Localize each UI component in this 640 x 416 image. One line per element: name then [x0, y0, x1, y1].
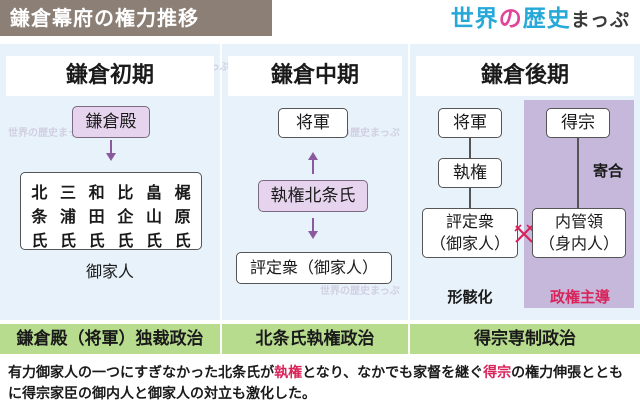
desc-part-2: となり、なかでも家督を継ぐ — [302, 365, 484, 381]
box-hyojoshu-middle: 評定衆（御家人） — [236, 252, 392, 284]
clan-char: 氏 — [88, 231, 105, 250]
clan-char: 氏 — [174, 231, 191, 250]
box-shogun-middle: 将軍 — [278, 108, 348, 138]
arrow-down-middle — [308, 231, 318, 239]
brand-part-2: の — [498, 6, 523, 32]
description-text: 有力御家人の一つにすぎなかった北条氏が執権となり、なかでも家督を継ぐ得宗の権力伸… — [8, 363, 634, 405]
box-shikken-hojo: 執権北条氏 — [258, 180, 368, 212]
arrow-down-early — [106, 153, 116, 161]
brand-logo: 世界の歴史まっぷ — [451, 2, 630, 36]
arrow-shaft-down-middle — [312, 218, 314, 232]
clan-char: 条 — [31, 207, 48, 226]
desc-highlight-tokuso: 得宗 — [483, 365, 512, 381]
clan-char: 三 — [59, 183, 76, 202]
clan-char: 梶 — [174, 183, 191, 202]
box-tokuso: 得宗 — [546, 108, 610, 138]
desc-part-3: の権力伸張とともに得宗家臣の御内人と御家人の対立も激化した。 — [8, 365, 624, 402]
arrow-shaft-early — [110, 140, 112, 154]
label-keigaika: 形骸化 — [447, 288, 493, 306]
watermark-3: 世界の歴史まっぷ — [320, 128, 400, 139]
line-tokuso-uchikanrei — [577, 138, 579, 208]
brand-part-1: 世界 — [450, 6, 499, 32]
arrow-up-middle — [308, 152, 318, 160]
box-shikken-late: 執権 — [438, 158, 502, 188]
brand-part-4: まっぷ — [570, 9, 630, 31]
clan-char: 氏 — [59, 231, 76, 250]
uchikanrei-line2: （身内人） — [538, 234, 619, 253]
heading-middle: 鎌倉中期 — [228, 56, 402, 96]
clan-char: 畠 — [145, 183, 162, 202]
footer-early: 鎌倉殿（将軍）独裁政治 — [0, 324, 220, 354]
clan-char: 北 — [31, 183, 48, 202]
clan-char: 原 — [174, 207, 191, 226]
clan-char: 氏 — [31, 231, 48, 250]
label-gokenin: 御家人 — [85, 262, 134, 281]
hyojoshu-late-line1: 評定衆 — [445, 212, 494, 231]
watermark-2: 世界の歴史まっぷ — [8, 128, 88, 139]
desc-highlight-shikken: 執権 — [274, 365, 303, 381]
clan-char: 和 — [88, 183, 105, 202]
heading-late: 鎌倉後期 — [416, 56, 634, 96]
box-hyojoshu-late: 評定衆 （御家人） — [422, 208, 518, 258]
desc-part-1: 有力御家人の一つにすぎなかった北条氏が — [8, 365, 275, 381]
watermark-4: 世界の歴史まっぷ — [320, 286, 400, 297]
clan-char: 山 — [145, 207, 162, 226]
line-shogun-shikken — [469, 138, 471, 158]
heading-early: 鎌倉初期 — [6, 56, 214, 96]
hyojoshu-late-line2: （御家人） — [429, 234, 510, 253]
label-seiken-shudo: 政権主導 — [549, 288, 610, 306]
box-kamakura-dono: 鎌倉殿 — [72, 106, 150, 138]
clan-char: 企 — [117, 207, 134, 226]
footer-late: 得宗専制政治 — [410, 324, 640, 354]
clan-char: 比 — [117, 183, 134, 202]
clan-char: 田 — [88, 207, 105, 226]
box-uchikanrei: 内管領 （身内人） — [532, 208, 626, 258]
conflict-swords-icon — [512, 222, 536, 246]
label-yoriai: 寄合 — [592, 162, 623, 180]
line-shikken-hyojoshu — [469, 188, 471, 208]
clan-char: 氏 — [117, 231, 134, 250]
clan-char: 浦 — [59, 207, 76, 226]
box-shogun-late: 将軍 — [438, 108, 502, 138]
uchikanrei-line1: 内管領 — [554, 212, 603, 231]
footer-middle: 北条氏執権政治 — [222, 324, 408, 354]
brand-part-3: 歴史 — [522, 6, 571, 32]
gokenin-clans-box: 北三和比畠梶条浦田企山原氏氏氏氏氏氏 — [20, 172, 202, 250]
diagram-title: 鎌倉幕府の権力推移 — [0, 0, 272, 36]
clan-char: 氏 — [145, 231, 162, 250]
arrow-shaft-up-middle — [312, 160, 314, 174]
